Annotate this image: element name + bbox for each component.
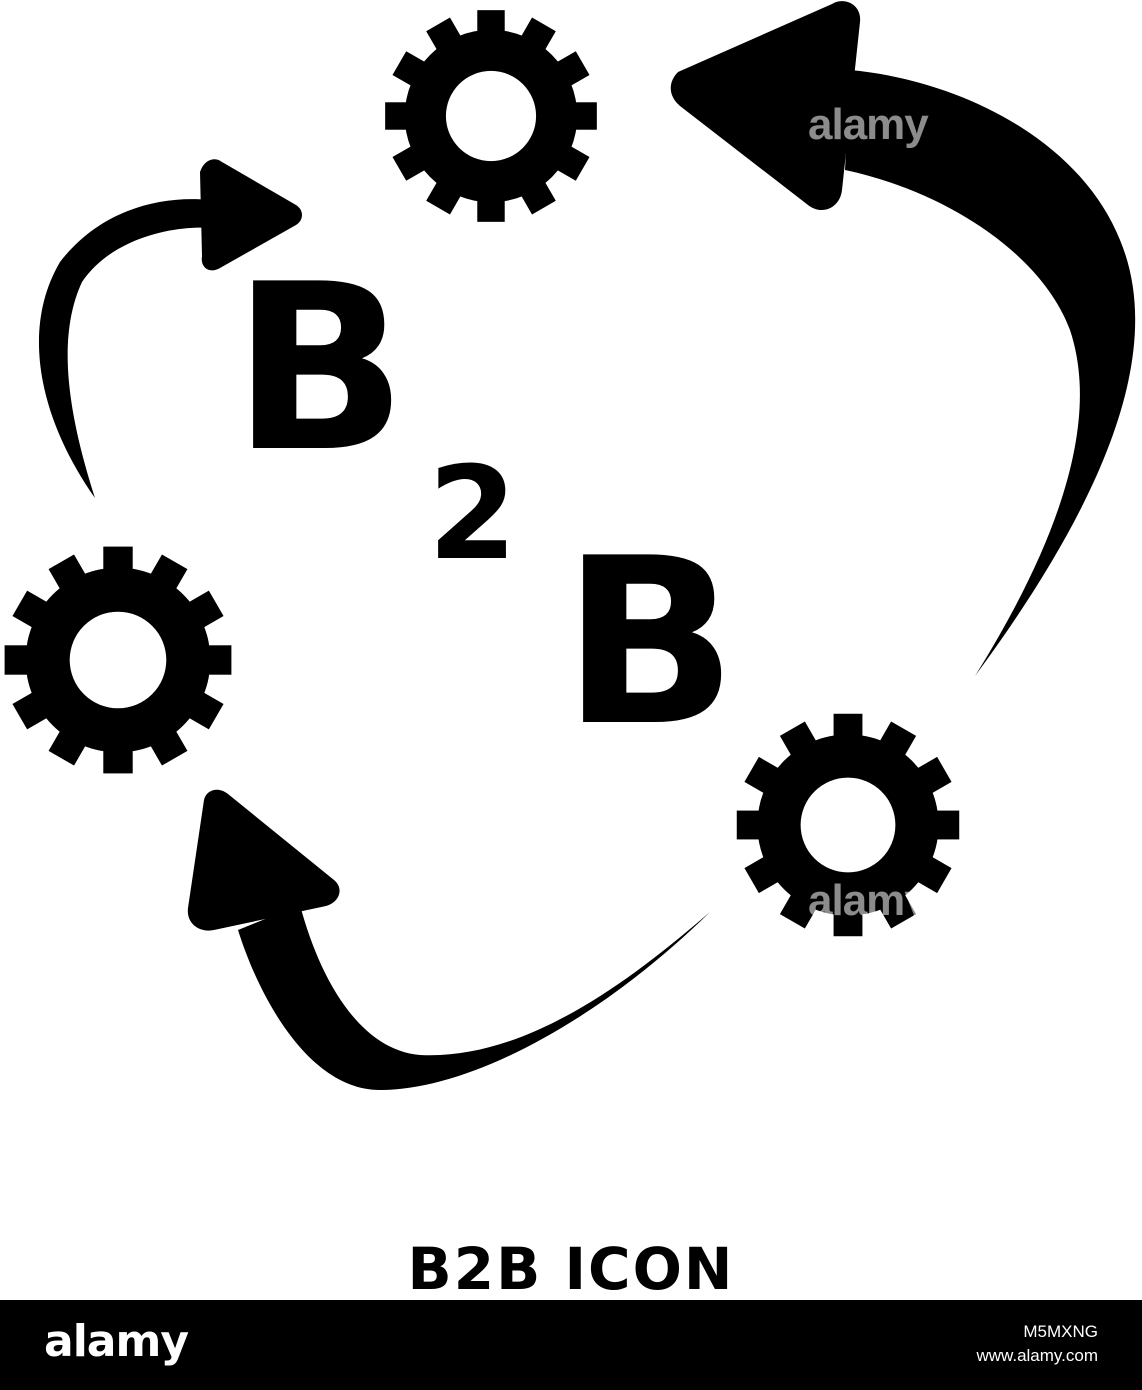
- letter-b-first: B: [232, 236, 407, 503]
- letter-two: 2: [428, 440, 517, 589]
- letter-b-second: B: [562, 510, 737, 777]
- curved-arrow-icon-bottom: [187, 789, 710, 1090]
- footer-identifiers: M5MXNG www.alamy.com: [976, 1320, 1098, 1368]
- curved-arrow-icon-right: [670, 1, 1136, 676]
- b2b-icon: B 2 B: [4, 1, 1136, 1090]
- gear-icon-top: [385, 10, 597, 222]
- image-id: M5MXNG: [1023, 1322, 1098, 1341]
- footer-url: www.alamy.com: [976, 1346, 1098, 1365]
- footer-bar: alamy M5MXNG www.alamy.com: [0, 1300, 1142, 1390]
- b2b-illustration: B 2 B alamy alamy: [4, 1, 1136, 1090]
- alamy-logo: alamy: [44, 1316, 189, 1367]
- gear-icon-right: [736, 713, 960, 937]
- curved-arrow-icon-top-left: [38, 159, 302, 498]
- gear-icon-left: [4, 546, 232, 774]
- icon-caption: B2B ICON: [407, 1235, 735, 1303]
